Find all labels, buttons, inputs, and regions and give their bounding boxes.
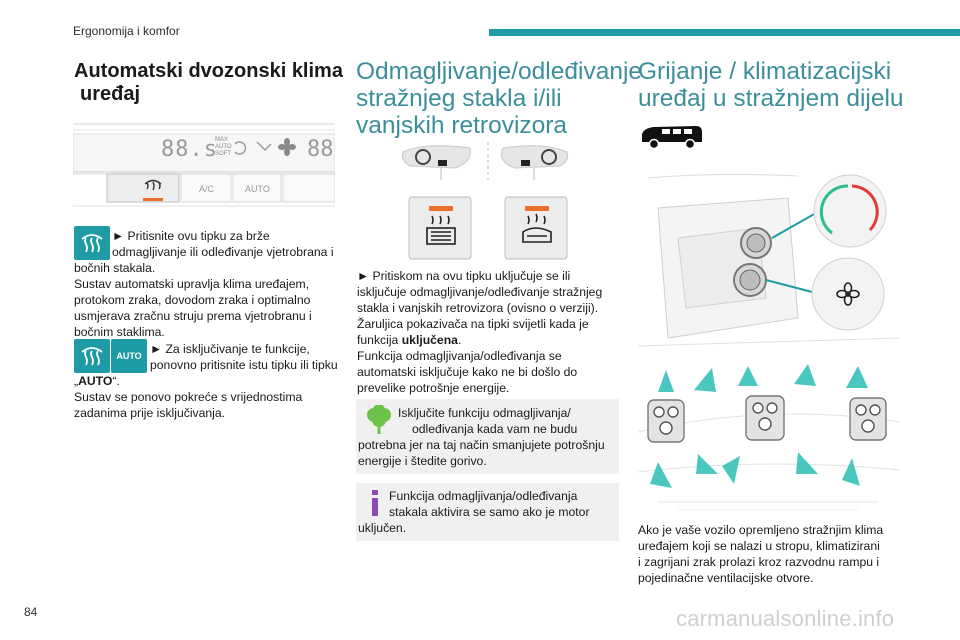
text-line: Ako je vaše vozilo opremljeno stražnjim … bbox=[638, 523, 884, 537]
van-icon bbox=[640, 124, 704, 155]
windscreen-defrost-icon bbox=[74, 339, 110, 373]
watermark: carmanualsonline.info bbox=[676, 606, 895, 631]
info-note: Funkcija odmagljivanja/odleđivanja staka… bbox=[356, 483, 619, 541]
text-line: stakala aktivira se samo ako je motor bbox=[389, 505, 590, 519]
col2-title-line: stražnjeg stakla i/ili bbox=[356, 85, 562, 112]
header-accent-bar bbox=[489, 29, 960, 36]
text-fragment: funkcija bbox=[357, 333, 399, 347]
panel-max-label: MAX bbox=[215, 137, 229, 143]
text-line: isključuje odmagljivanje/odleđivanje str… bbox=[357, 285, 603, 299]
text-line: Funkcija odmagljivanja/odleđivanja bbox=[389, 489, 578, 503]
text-line: pojedinačne ventilacijske otvore. bbox=[638, 571, 814, 585]
rear-defrost-illustration bbox=[395, 140, 580, 265]
text-line: uključen. bbox=[358, 521, 407, 535]
page-number: 84 bbox=[24, 605, 38, 619]
windscreen-defrost-icon bbox=[74, 226, 110, 260]
panel-display-right: 88 bbox=[307, 137, 334, 162]
text-line: Isključite funkciju odmagljivanja/ bbox=[398, 406, 571, 420]
text-line: prevelike potrošnje energije. bbox=[357, 381, 510, 395]
col2-paragraph: ► Pritiskom na ovu tipku uključuje se il… bbox=[357, 268, 619, 396]
text-line: Funkcija odmagljivanja/odleđivanja se bbox=[357, 349, 562, 363]
col1-title-line: uređaj bbox=[80, 83, 141, 105]
text-line: uređajem koji se nalazi u stropu, klimat… bbox=[638, 539, 880, 553]
text-line: bočnim staklima. bbox=[74, 325, 165, 339]
col2-title-line: vanjskih retrovizora bbox=[356, 112, 568, 139]
text-line: energije i štedite gorivo. bbox=[358, 454, 487, 468]
text-line: i zagrijani zrak prolazi kroz razvodnu r… bbox=[638, 555, 880, 569]
text-line: protokom zraka, dovodom zraka i optimaln… bbox=[74, 293, 311, 307]
defrost-button[interactable] bbox=[107, 174, 179, 202]
eco-note: Isključite funkciju odmagljivanja/ odleđ… bbox=[356, 399, 619, 474]
step1-line1: ► Pritisnite ovu tipku za brže bbox=[112, 229, 270, 243]
info-icon bbox=[370, 490, 380, 521]
text-line: Žaruljica pokazivača na tipki svijetli k… bbox=[357, 317, 589, 331]
text-line: Sustav automatski upravlja klima uređaje… bbox=[74, 277, 310, 291]
text-line: stakla i vanjskih retrovizora (ovisno o … bbox=[357, 301, 599, 315]
step1-rest: bočnih stakala. Sustav automatski upravl… bbox=[74, 260, 344, 340]
text-line: Sustav se ponovo pokreće s vrijednostima bbox=[74, 390, 303, 404]
step2-line2: ponovno pritisnite istu tipku ili tipku bbox=[150, 358, 338, 372]
text-line: bočnih stakala. bbox=[74, 261, 156, 275]
text-line: funkcija uključena. bbox=[357, 332, 619, 348]
auto-icon-label: AUTO bbox=[116, 351, 142, 361]
ac-button[interactable]: A/C bbox=[199, 184, 215, 194]
text-line: odleđivanja kada vam ne budu bbox=[412, 422, 578, 436]
col3-title-line: Grijanje / klimatizacijski bbox=[638, 58, 892, 85]
climate-panel-illustration: 88.s 88 MAX AUTO SOFT A/C AUTO bbox=[72, 120, 336, 210]
text-line: potrebna jer na taj način smanjujete pot… bbox=[358, 438, 605, 452]
panel-auto-label: AUTO bbox=[215, 144, 232, 150]
col1-title: Automatski dvozonski klima uređaj bbox=[74, 60, 344, 106]
step2-quote: „AUTO“. bbox=[74, 373, 120, 389]
text-line: automatski isključuje kako ne bi došlo d… bbox=[357, 365, 578, 379]
text-fragment: . bbox=[457, 333, 462, 347]
col1-title-line: Automatski dvozonski klima bbox=[74, 60, 343, 82]
col3-title-line: uređaj u stražnjem dijelu bbox=[638, 85, 904, 112]
step2-line1: ► Za isključivanje te funkcije, bbox=[150, 342, 310, 356]
rear-controls-illustration bbox=[637, 168, 901, 360]
col3-paragraph: Ako je vaše vozilo opremljeno stražnjim … bbox=[638, 522, 900, 586]
text-line: zadanima prije isključivanja. bbox=[74, 406, 226, 420]
quote-open: „ bbox=[74, 374, 79, 388]
col2-title: Odmagljivanje/odleđivanje stražnjeg stak… bbox=[356, 58, 643, 139]
auto-word: AUTO bbox=[78, 374, 113, 388]
roof-vents-illustration bbox=[637, 362, 901, 518]
eco-leaf-icon bbox=[366, 404, 392, 440]
panel-soft-label: SOFT bbox=[215, 151, 231, 157]
auto-button[interactable]: AUTO bbox=[245, 184, 270, 194]
bold-term: uključena bbox=[401, 333, 458, 347]
col3-title: Grijanje / klimatizacijski uređaj u stra… bbox=[638, 58, 913, 112]
text-line: ► Pritiskom na ovu tipku uključuje se il… bbox=[357, 269, 571, 283]
step2-rest: Sustav se ponovo pokreće s vrijednostima… bbox=[74, 389, 344, 421]
quote-close: “. bbox=[112, 374, 120, 388]
col2-title-line: Odmagljivanje/odleđivanje bbox=[356, 58, 643, 85]
section-header: Ergonomija i komfor bbox=[73, 24, 180, 38]
auto-mode-icon: AUTO bbox=[111, 339, 147, 373]
step1-line2: odmagljivanje ili odleđivanje vjetrobran… bbox=[112, 245, 334, 259]
text-line: usmjerava zračnu struju prema vjetrobran… bbox=[74, 309, 312, 323]
panel-display-left: 88.s bbox=[161, 137, 218, 162]
